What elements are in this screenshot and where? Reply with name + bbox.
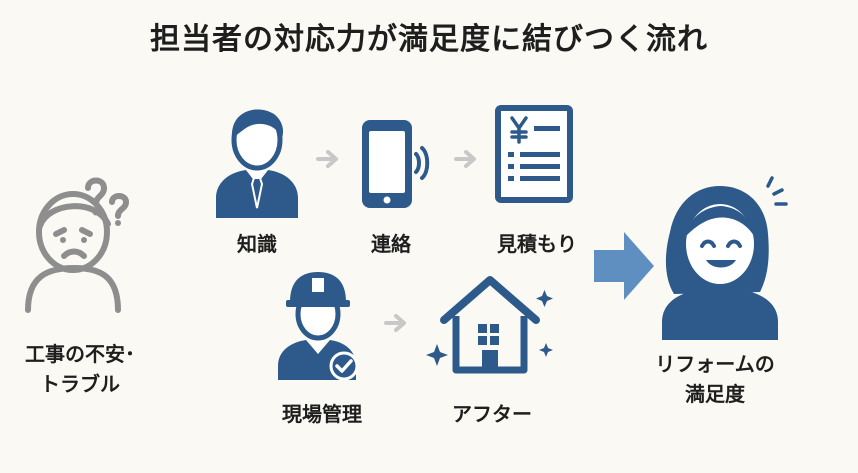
step-label-site-management: 現場管理 [282,402,362,426]
arrow-contact-to-quote [454,150,476,168]
end-label-line2: 満足度 [685,382,745,406]
arrow-knowledge-to-contact [316,150,338,168]
site-worker-icon [278,272,359,380]
step-label-after: アフター [452,402,532,426]
step-label-quote: 見積もり [497,232,577,256]
businessman-icon [216,109,298,218]
quote-document-icon [495,105,573,203]
page-title: 担当者の対応力が満足度に結びつく流れ [150,22,708,57]
big-arrow-to-result [594,232,654,300]
start-label-line1: 工事の不安･ [25,342,135,366]
house-icon [426,276,553,374]
start-label-line2: トラブル [40,372,120,396]
worried-person-icon [25,177,129,313]
happy-customer-icon [662,176,788,340]
smartphone-icon [362,120,430,208]
arrow-site-to-after [384,314,406,332]
end-label-line1: リフォームの [655,352,775,376]
step-label-knowledge: 知識 [237,232,277,256]
step-label-contact: 連絡 [371,232,411,256]
